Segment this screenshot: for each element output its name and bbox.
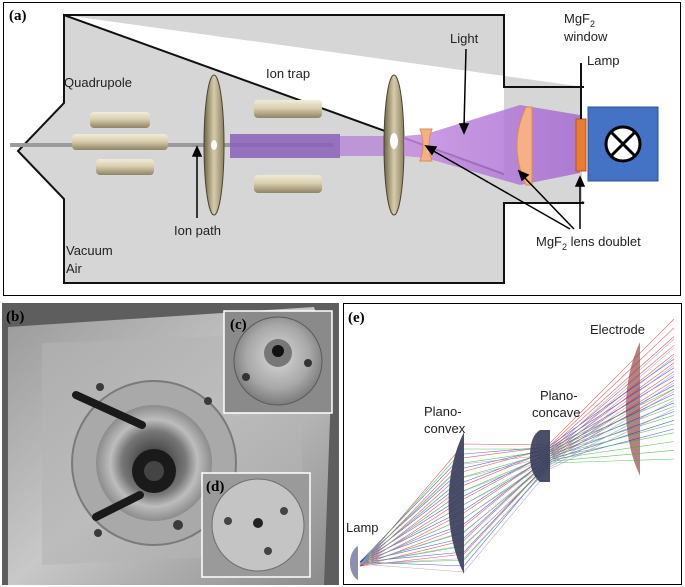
panel-b-svg: (c) (d) (b) [2,303,339,585]
ray-line [359,391,675,565]
ray-line [359,408,675,573]
ray-line [359,441,675,565]
ray-line [359,318,675,567]
ray-line [359,345,675,567]
panel-a-svg: (a) Quadrupole Ion trap Light MgF2 windo… [9,8,659,284]
panel-d-label: (d) [206,479,224,495]
lens-doublet-label: MgF2 lens doublet [536,234,641,252]
ray-line [359,356,675,565]
ray-line [359,432,675,565]
ion-beam [230,134,340,158]
ion-path-label: Ion path [174,223,221,238]
plano-concave-label-line1: Plano- [540,388,578,403]
mgf2-window-label-line1: MgF2 [564,11,595,29]
panel-e-svg: (e) Electrode Plano- concave Plano- conv… [346,310,675,580]
ray-line [359,397,675,565]
ion-trap-label: Ion trap [266,66,310,81]
ray-line [359,376,675,563]
panel-b-photo: (c) (d) (b) [2,303,339,585]
ray-line [359,362,675,567]
light-beam [404,105,580,185]
panel-a-label: (a) [9,8,27,24]
panel-e-ray-trace: (e) Electrode Plano- concave Plano- conv… [343,303,682,585]
lamp-label: Lamp [587,53,620,68]
plano-convex-label-line1: Plano- [424,404,462,419]
plano-concave-lens-e [530,430,550,482]
ray-line [359,365,675,565]
panel-a-schematic: (a) Quadrupole Ion trap Light MgF2 windo… [3,2,681,296]
ion-trap-rods [254,100,322,193]
ray-line [359,353,675,567]
plano-convex-lens-a [516,106,533,186]
ray-line [359,373,675,565]
quadrupole-label: Quadrupole [64,75,132,90]
plano-concave-lens-a [419,128,433,162]
ray-line [359,336,675,567]
lamp-shape-e [349,546,358,580]
lamp-box [587,106,659,182]
ray-line [359,388,675,567]
mounting-rod-1 [72,391,146,429]
quadrupole-rods [72,112,168,175]
ray-line [359,347,675,565]
inset-c-photo: (c) [223,310,333,414]
ray-line [359,338,675,565]
mgf2-window [575,118,587,172]
ray-line [359,380,675,567]
inset-d-photo: (d) [201,472,311,578]
electrode-label: Electrode [590,322,645,337]
annotation-arrows [191,48,586,230]
ray-line [359,327,675,567]
ray-line [359,371,675,567]
ray-line [359,450,675,565]
ray-line [359,411,675,563]
mounting-rod-2 [92,491,144,521]
light-label: Light [450,31,479,46]
plano-convex-lens-e [448,432,464,574]
ray-line [359,400,675,565]
mgf2-window-label-line2: window [563,29,608,44]
lamp-label-e: Lamp [346,520,379,535]
ray-line [359,358,675,563]
air-label: Air [66,261,83,276]
ray-line [359,388,675,565]
ray-line [359,367,675,563]
plano-convex-label-line2: convex [424,421,466,436]
vacuum-label: Vacuum [66,243,113,258]
ray-line [359,382,675,565]
panel-c-label: (c) [230,317,247,333]
ray-bundles [359,318,675,573]
panel-e-label: (e) [348,310,365,326]
panel-b-label: (b) [6,309,24,325]
plano-concave-label-line2: concave [532,405,580,420]
